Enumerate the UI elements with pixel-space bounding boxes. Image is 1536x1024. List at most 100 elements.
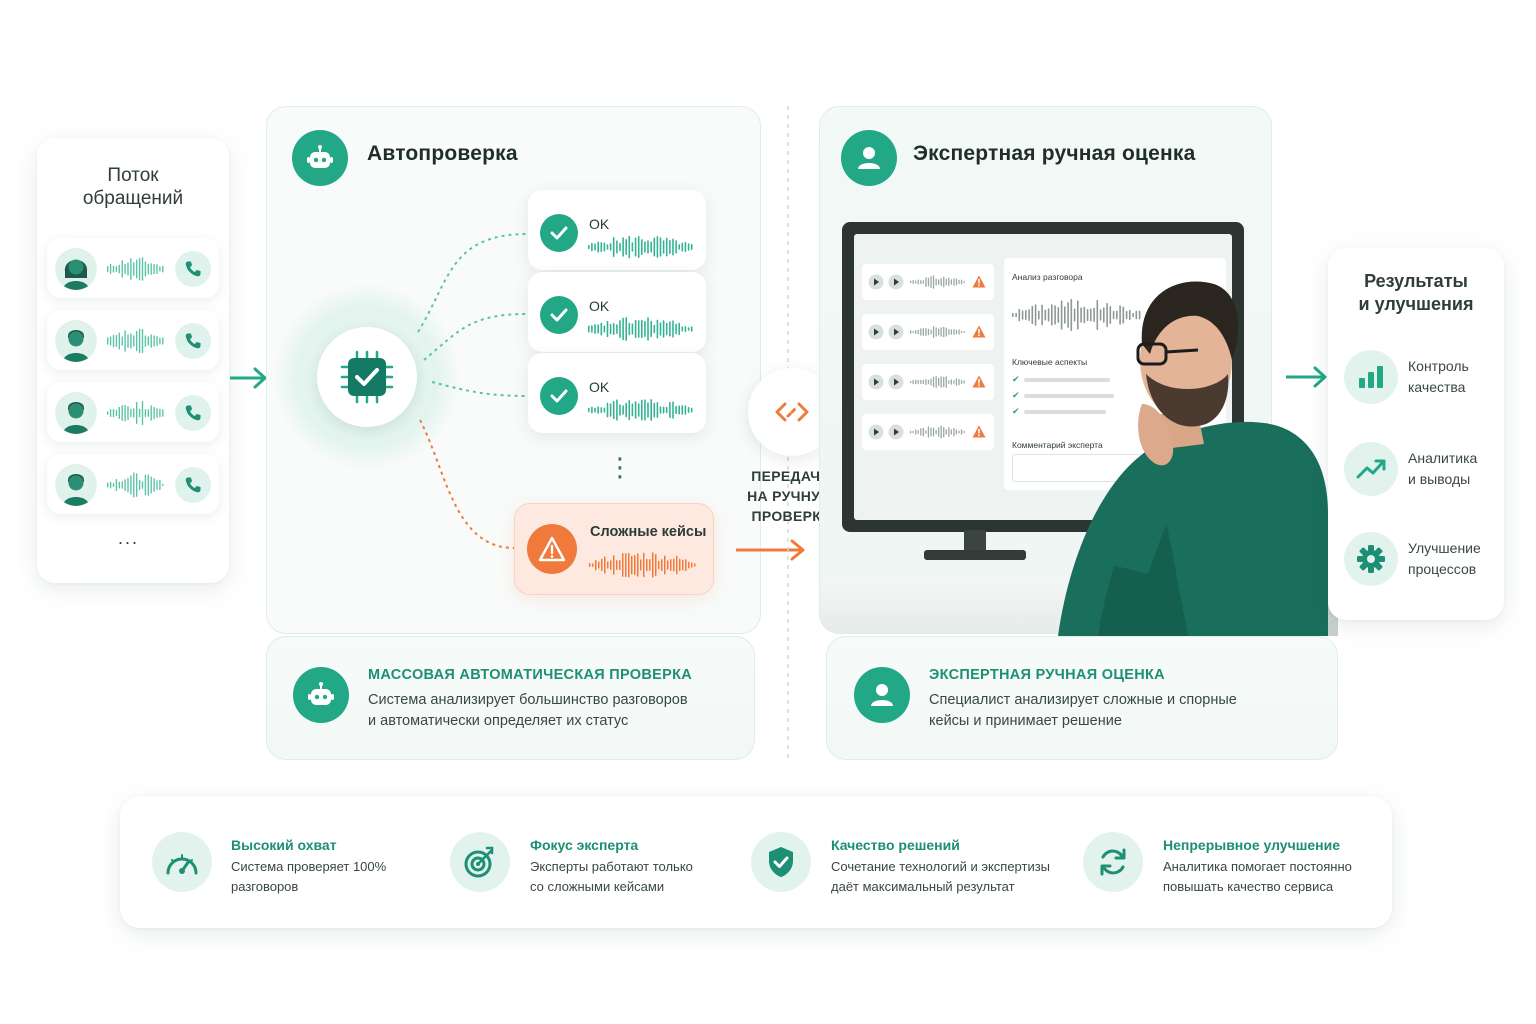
wave-bar — [121, 405, 123, 421]
incoming-call-row[interactable] — [47, 310, 219, 370]
auto-ok-card[interactable]: OK — [528, 190, 706, 270]
wave-bar — [935, 376, 937, 388]
wave-bar — [659, 237, 662, 257]
wave-bar — [647, 317, 649, 341]
play-icon[interactable] — [868, 274, 884, 290]
trend-up-icon — [1344, 442, 1398, 496]
result-quality-control[interactable]: Контроль качества — [1332, 334, 1500, 420]
wave-bar — [665, 237, 668, 257]
wave-bar — [150, 476, 152, 494]
info-auto-text: Система анализирует большинство разговор… — [368, 692, 688, 729]
play-icon[interactable] — [868, 424, 884, 440]
wave-bar — [153, 478, 155, 492]
wave-bar — [664, 555, 666, 575]
incoming-call-row[interactable] — [47, 454, 219, 514]
wave-bar — [133, 408, 135, 418]
wave-bar — [136, 401, 138, 424]
wave-bar — [1099, 309, 1102, 321]
wave-bar — [156, 408, 158, 418]
wave-bar — [1093, 307, 1095, 323]
wave-bar — [922, 280, 924, 284]
wave-bar — [945, 376, 947, 388]
wave-bar — [619, 320, 621, 338]
result-analytics[interactable]: Аналитика и выводы — [1332, 426, 1500, 512]
wave-bar — [950, 329, 952, 335]
play-icon[interactable] — [888, 424, 904, 440]
wave-bar — [622, 317, 624, 341]
wave-bar — [938, 328, 940, 336]
wave-bar — [678, 405, 680, 415]
wave-bar — [1070, 298, 1073, 331]
wave-bar — [147, 474, 149, 496]
incoming-call-row[interactable] — [47, 238, 219, 298]
incoming-call-row[interactable] — [47, 382, 219, 442]
wave-bar — [963, 380, 965, 384]
wave-bar — [644, 399, 646, 421]
wave-bar — [953, 380, 955, 384]
phone-icon — [175, 467, 211, 503]
wave-bar — [912, 430, 914, 434]
wave-bar — [619, 242, 621, 252]
wave-bar — [124, 404, 126, 422]
review-queue-row[interactable] — [862, 364, 994, 400]
wave-bar — [665, 406, 668, 414]
wave-bar — [118, 481, 120, 489]
wave-bar — [665, 322, 668, 336]
wave-bar — [115, 265, 118, 273]
wave-bar — [107, 337, 109, 345]
phone-icon — [175, 251, 211, 287]
transfer-arrows-icon — [775, 402, 809, 422]
wave-bar — [118, 332, 120, 350]
wave-bar — [920, 280, 922, 284]
wave-bar — [938, 427, 940, 437]
wave-bar — [661, 559, 663, 571]
wave-bar — [124, 264, 126, 275]
wave-bar — [591, 406, 593, 414]
check-icon — [540, 214, 578, 252]
wave-bar — [938, 377, 940, 387]
ok-waveform — [588, 317, 693, 341]
wave-bar — [662, 320, 665, 338]
review-queue-row[interactable] — [862, 264, 994, 300]
review-waveform — [910, 275, 965, 289]
wave-bar — [625, 402, 627, 418]
review-queue-row[interactable] — [862, 314, 994, 350]
play-icon[interactable] — [888, 274, 904, 290]
hard-cases-card[interactable]: Сложные кейсы — [514, 503, 714, 595]
wave-bar — [687, 327, 690, 331]
auto-ok-card[interactable]: OK — [528, 353, 706, 433]
wave-bar — [1135, 310, 1138, 320]
wave-bar — [681, 326, 684, 332]
wave-bar — [958, 378, 960, 386]
wave-bar — [658, 560, 660, 570]
wave-bar — [912, 379, 914, 385]
wave-bar — [1041, 304, 1043, 326]
wave-bar — [644, 241, 646, 253]
wave-bar — [159, 266, 161, 272]
wave-bar — [669, 401, 671, 419]
wave-bar — [603, 242, 606, 252]
review-queue-row[interactable] — [862, 414, 994, 450]
wave-bar — [609, 323, 612, 335]
wave-bar — [1109, 306, 1112, 324]
auto-ok-card[interactable]: OK — [528, 272, 706, 352]
wave-bar — [958, 430, 960, 434]
wave-bar — [133, 262, 135, 276]
wave-bar — [162, 409, 164, 417]
wave-bar — [684, 326, 687, 333]
wave-bar — [930, 276, 932, 289]
wave-bar — [144, 409, 147, 417]
analysis-label: Анализ разговора — [1012, 272, 1083, 282]
wave-bar — [1067, 302, 1069, 328]
wave-bar — [162, 265, 164, 273]
wave-bar — [118, 264, 120, 274]
wave-bar — [625, 239, 627, 255]
wave-bar — [935, 429, 937, 435]
play-icon[interactable] — [888, 324, 904, 340]
wave-bar — [156, 264, 158, 274]
play-icon[interactable] — [888, 374, 904, 390]
play-icon[interactable] — [868, 374, 884, 390]
wave-bar — [130, 258, 132, 280]
play-icon[interactable] — [868, 324, 884, 340]
result-process-improvement[interactable]: Улучшение процессов — [1332, 516, 1500, 602]
